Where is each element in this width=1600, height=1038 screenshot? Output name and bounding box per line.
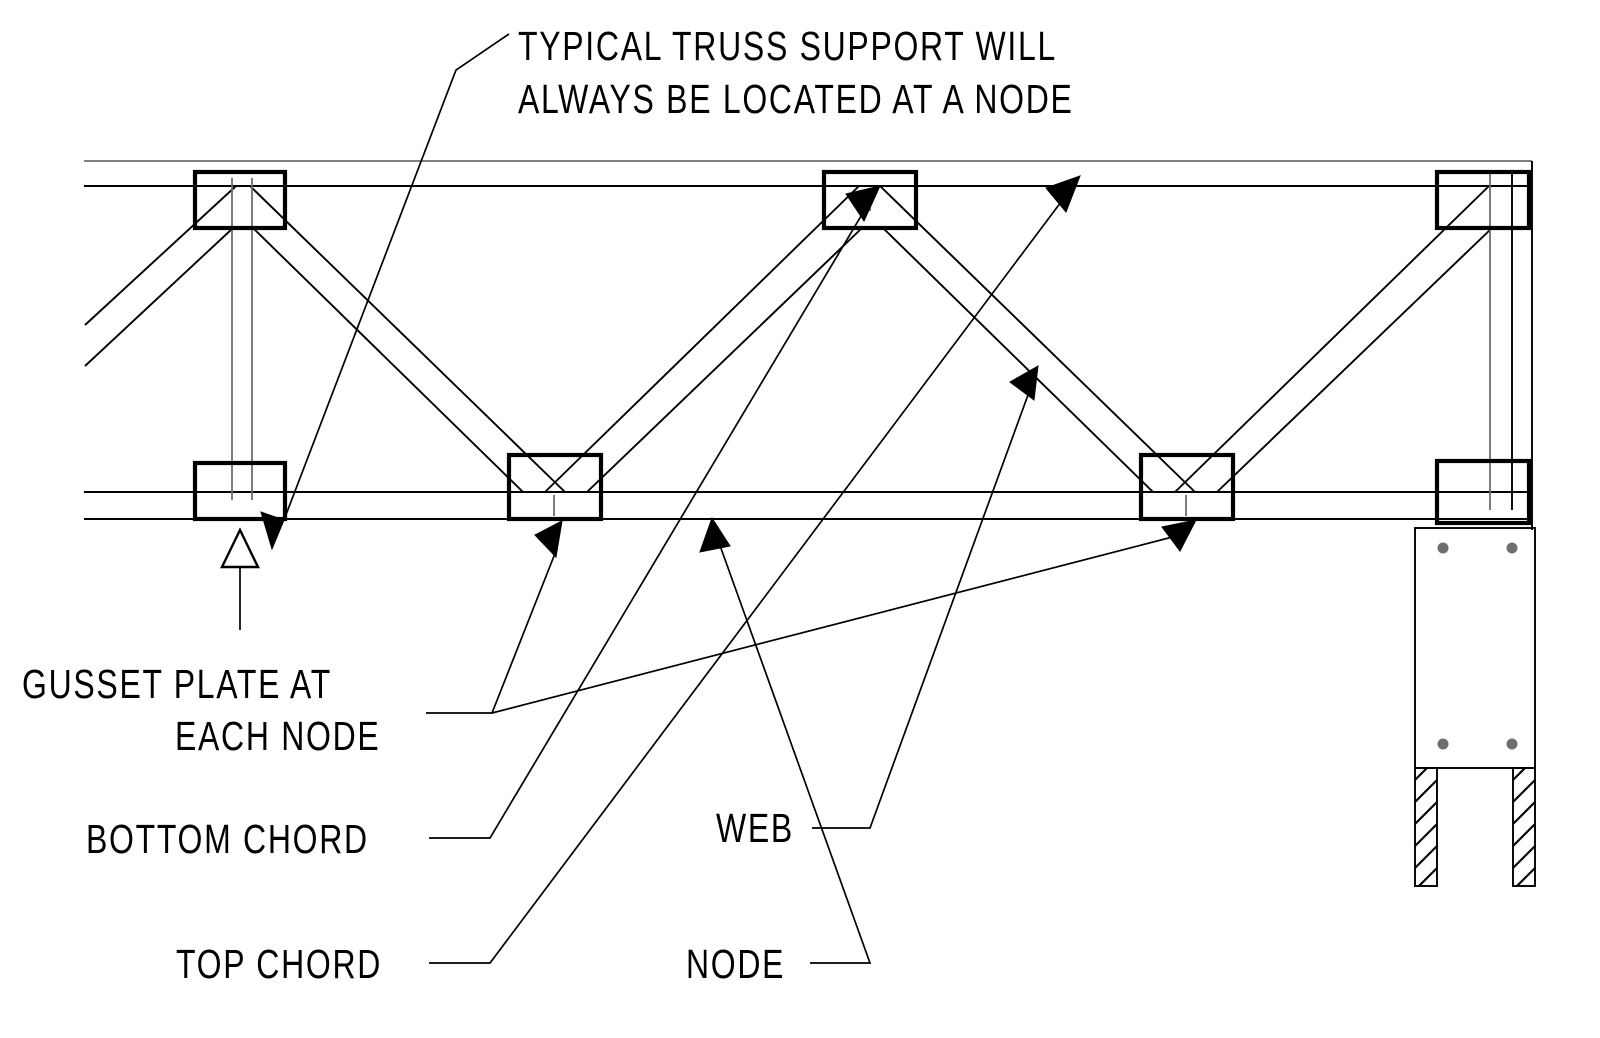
web-member-left-upper	[84, 185, 237, 367]
leader-web	[812, 365, 1039, 829]
gusset-plate-bottom-left	[192, 460, 288, 522]
bolt-bottom-left	[1437, 738, 1449, 750]
leader-node	[699, 516, 872, 964]
gusset-plate-top-right	[1434, 169, 1532, 231]
bolt-top-left	[1437, 542, 1449, 554]
column-tube-section	[1414, 767, 1536, 887]
label-gusset-plate-line1: GUSSET PLATE AT	[22, 661, 332, 707]
title-note-line2: ALWAYS BE LOCATED AT A NODE	[518, 76, 1074, 122]
hatch-left-wall	[1415, 768, 1437, 886]
leader-typical-truss-support	[260, 33, 510, 551]
leader-bottom-chord	[429, 185, 881, 839]
label-bottom-chord: BOTTOM CHORD	[86, 816, 369, 862]
web-member-b-to-c	[544, 185, 863, 493]
solid-arrowhead-gusset-1	[534, 520, 563, 559]
label-web: WEB	[716, 805, 794, 851]
label-node: NODE	[686, 941, 785, 987]
solid-arrowhead-top-chord	[1045, 175, 1081, 213]
column-splice-plate	[1414, 527, 1536, 769]
bottom-chord-member	[84, 491, 1532, 520]
hollow-triangle-arrowhead	[220, 527, 260, 569]
gusset-plate-bottom-right	[1138, 452, 1236, 522]
web-member-c-to-d	[879, 185, 1196, 493]
vertical-member-left	[231, 178, 253, 500]
label-top-chord: TOP CHORD	[176, 941, 382, 987]
solid-arrowhead-web	[1009, 365, 1039, 401]
gusset-plate-top-middle	[821, 169, 919, 231]
gusset-plate-bottom-middle	[506, 452, 604, 522]
hatch-right-wall	[1513, 768, 1535, 886]
solid-arrowhead-gusset-2	[1161, 519, 1197, 552]
web-member-a-to-b	[249, 185, 566, 493]
leader-gusset-plate-1	[426, 520, 563, 714]
web-member-d-to-e	[1174, 185, 1493, 493]
leader-gusset-plate-2	[491, 519, 1197, 714]
support-symbol-arrow	[220, 527, 260, 630]
solid-arrowhead-node	[699, 516, 731, 553]
gusset-plate-right-end-bottom	[1434, 458, 1532, 526]
label-gusset-plate-line2: EACH NODE	[175, 713, 380, 759]
solid-arrowhead-support	[260, 511, 285, 551]
leader-top-chord	[429, 175, 1081, 964]
gusset-plate-top-left	[192, 169, 288, 231]
solid-arrowhead-bottom-chord	[845, 185, 881, 223]
bolt-top-right	[1506, 542, 1518, 554]
top-chord-member	[84, 160, 1532, 187]
bolt-bottom-right	[1506, 738, 1518, 750]
title-note-line1: TYPICAL TRUSS SUPPORT WILL	[518, 23, 1057, 69]
